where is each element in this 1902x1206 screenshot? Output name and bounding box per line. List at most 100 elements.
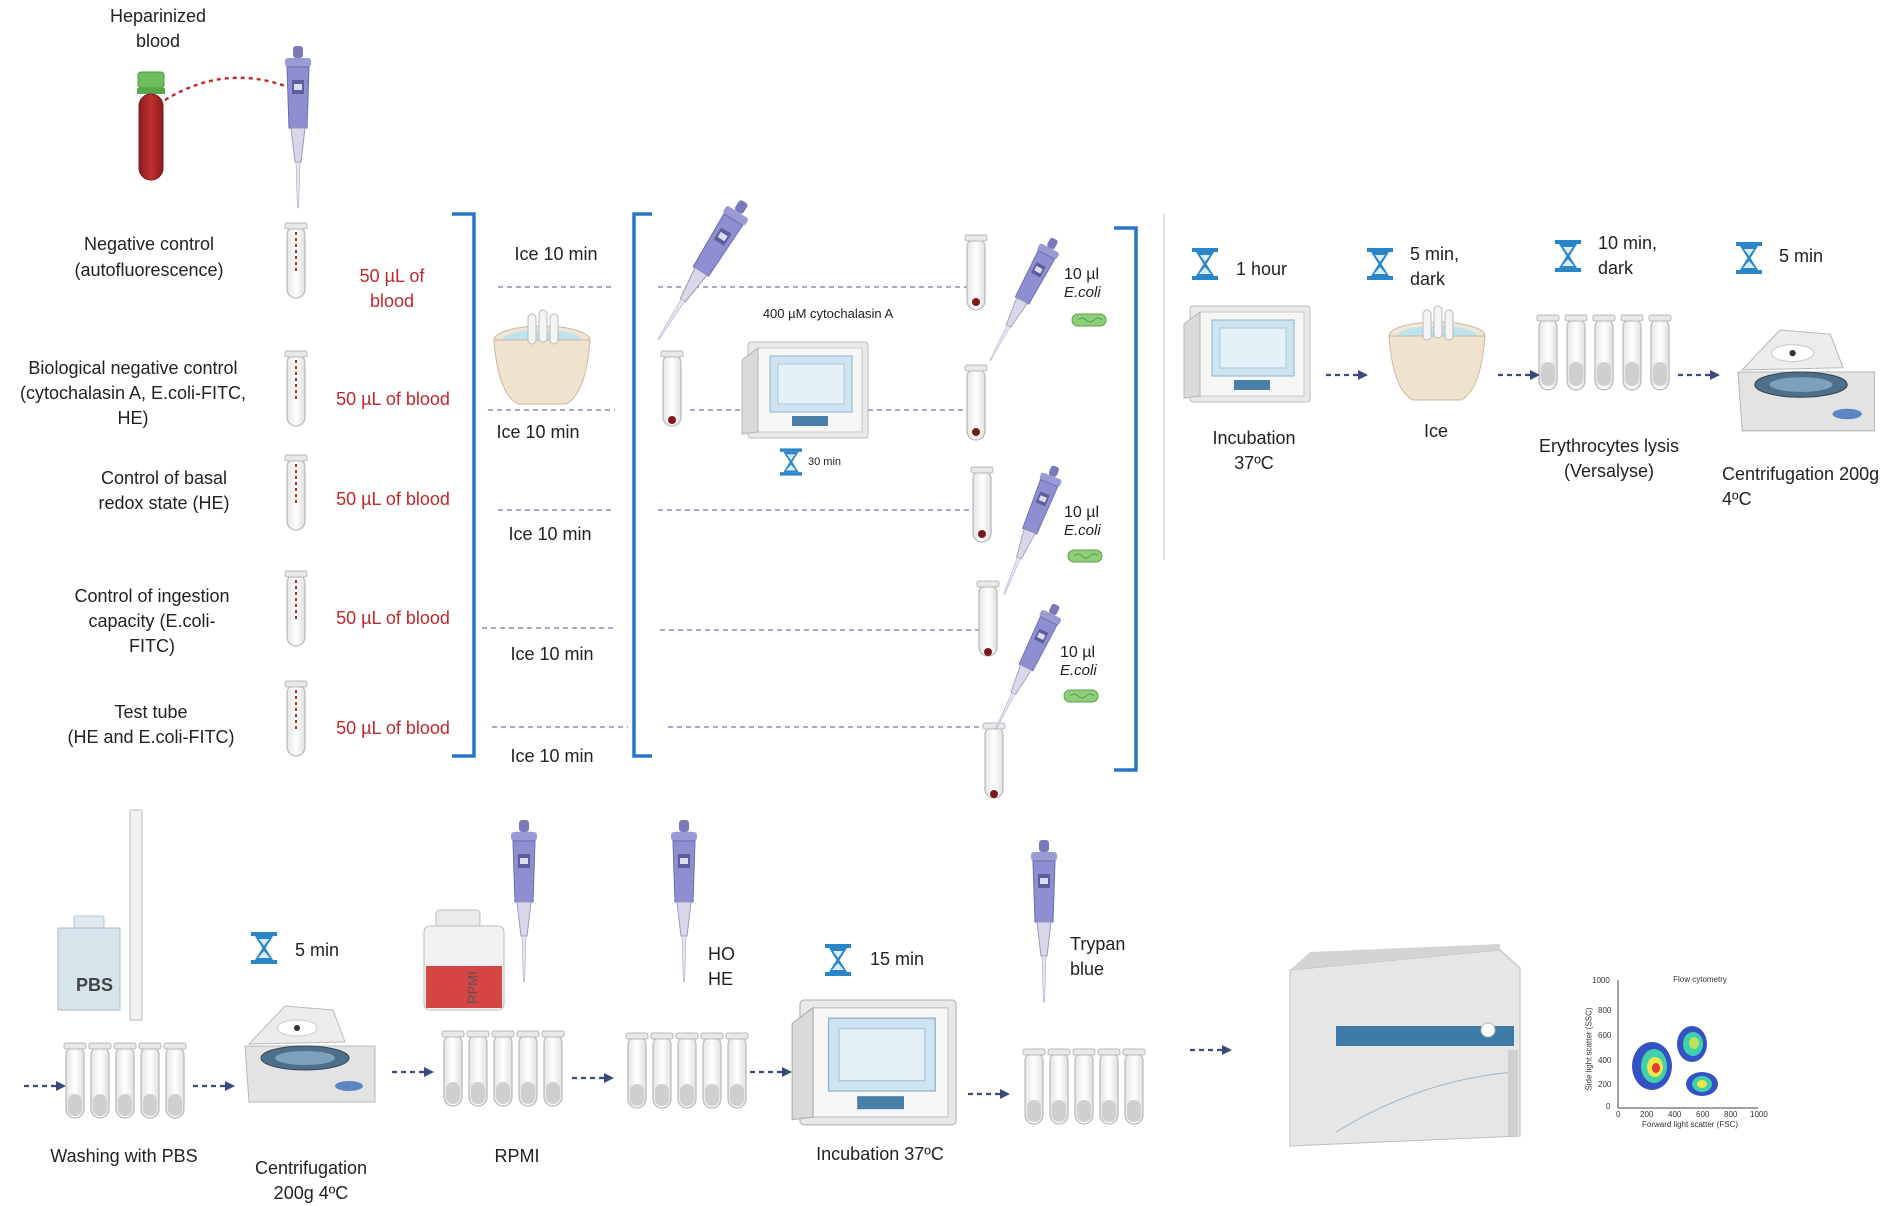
step-label: Centrifugation 200g — [1722, 464, 1880, 484]
step-timer: dark — [1410, 269, 1446, 289]
row-label: (cytochalasin A, E.coli-FITC, — [19, 383, 247, 403]
tube-rack — [63, 1042, 187, 1119]
cytochalasin-label: 400 µM cytochalasin A — [762, 306, 894, 321]
row-label: FITC) — [129, 636, 175, 656]
ice-time-label: Ice 10 min — [510, 644, 594, 664]
tube-icon — [964, 364, 988, 441]
blood-amount: 50 µL of blood — [336, 718, 450, 738]
row-label: Test tube — [114, 702, 188, 722]
y-tick: 400 — [1598, 1056, 1612, 1065]
flow-cytometer-icon — [1289, 944, 1521, 1147]
population-2 — [1677, 1026, 1707, 1062]
pipette-icon — [510, 819, 538, 983]
pipette-icon — [670, 819, 698, 983]
blood-amount: 50 µL of — [359, 266, 425, 286]
arrow-icon — [1496, 368, 1542, 382]
ice-time-label: Ice 10 min — [508, 524, 592, 544]
cytometry-title: Flow cytometry — [1673, 975, 1727, 984]
step-label: Incubation 37ºC — [816, 1144, 944, 1164]
bracket-left-2 — [632, 212, 652, 758]
step-timer: 15 min — [870, 949, 925, 969]
pipette-icon — [979, 233, 1065, 367]
step-label: Ice — [1423, 421, 1449, 441]
step-label: 37ºC — [1234, 453, 1274, 473]
ecoli-volume: 10 µl — [1060, 644, 1096, 661]
reagent-label: HE — [708, 969, 734, 989]
arrow-icon — [1324, 368, 1370, 382]
step-label: Washing with PBS — [50, 1146, 198, 1166]
row-label: Control of basal — [100, 468, 228, 488]
centrifuge-icon — [244, 1005, 376, 1103]
x-tick: 400 — [1668, 1110, 1682, 1119]
step-label: Incubation — [1212, 428, 1296, 448]
arrow-icon — [1676, 368, 1722, 382]
tube-rack — [625, 1032, 749, 1109]
tube-icon — [284, 222, 308, 299]
row-label: Control of ingestion — [74, 586, 230, 606]
hourglass-icon — [1736, 242, 1762, 274]
blood-amount: 50 µL of blood — [336, 389, 450, 409]
y-tick: 1000 — [1592, 976, 1610, 985]
guide-lines — [482, 286, 988, 728]
cytometry-plot — [1617, 980, 1758, 1109]
step-timer: 5 min — [1779, 246, 1824, 266]
ice-bucket-icon — [493, 309, 591, 405]
transfer-line — [164, 76, 301, 102]
ice-bucket-icon — [1388, 305, 1486, 401]
pipette-icon — [284, 45, 312, 209]
heparinized-blood-tube-icon — [137, 71, 165, 181]
heparinized-label-1: Heparinized — [109, 6, 207, 26]
ecoli-name: E.coli — [1064, 284, 1101, 301]
pipette-icon — [993, 461, 1067, 599]
cytochalasin-timer: 30 min — [808, 456, 842, 468]
step-label: Centrifugation — [254, 1158, 368, 1178]
row-label: (HE and E.coli-FITC) — [67, 727, 235, 747]
population-1 — [1632, 1042, 1672, 1090]
bottle-label: PBS — [76, 975, 114, 995]
ecoli-icon — [1063, 689, 1099, 703]
ecoli-volume: 10 µl — [1064, 266, 1100, 283]
ice-time-label: Ice 10 min — [496, 422, 580, 442]
pbs-bottle-icon — [57, 915, 121, 1011]
step-label: RPMI — [494, 1146, 540, 1166]
lysis-tubes — [1536, 314, 1672, 391]
step-timer: 5 min — [295, 940, 340, 960]
row-label: Negative control — [83, 234, 215, 254]
bottle-label: RPMI — [464, 971, 480, 1004]
cytometry-ylabel: Side light scatter (SSC) — [1584, 1007, 1594, 1091]
tube-icon — [660, 350, 684, 427]
x-tick: 600 — [1696, 1110, 1710, 1119]
incubator-icon — [791, 999, 957, 1126]
hourglass-icon — [1555, 240, 1581, 272]
step-timer: dark — [1598, 258, 1634, 278]
population-3 — [1686, 1072, 1718, 1096]
step-label: 200g 4ºC — [273, 1183, 349, 1203]
tube-rack — [441, 1030, 565, 1107]
ecoli-volume: 10 µl — [1064, 504, 1100, 521]
reagent-label: HO — [708, 944, 735, 964]
hourglass-icon — [1192, 248, 1218, 280]
row-label: (autofluorescence) — [74, 260, 224, 280]
pipette-icon — [1030, 839, 1058, 1003]
row-label: Biological negative control — [28, 358, 238, 378]
bracket-right — [1114, 226, 1138, 772]
x-tick: 200 — [1640, 1110, 1654, 1119]
ecoli-name: E.coli — [1060, 662, 1097, 679]
y-tick: 800 — [1598, 1006, 1612, 1015]
x-tick: 800 — [1724, 1110, 1738, 1119]
ecoli-name: E.coli — [1064, 522, 1101, 539]
y-tick: 600 — [1598, 1031, 1612, 1040]
tube-icon — [284, 680, 308, 757]
hourglass-icon — [825, 944, 851, 976]
tube-icon — [964, 234, 988, 311]
heparinized-label-2: blood — [135, 31, 181, 51]
row-label: HE) — [117, 408, 149, 428]
ecoli-icon — [1071, 313, 1107, 327]
bracket-left-1 — [452, 212, 476, 758]
step-label: Erythrocytes lysis — [1538, 436, 1680, 456]
rpmi-bottle-icon — [423, 909, 505, 1011]
tube-icon — [284, 454, 308, 531]
row-label: capacity (E.coli- — [88, 611, 216, 631]
y-tick: 0 — [1606, 1102, 1611, 1111]
reagent-label: blue — [1070, 959, 1105, 979]
